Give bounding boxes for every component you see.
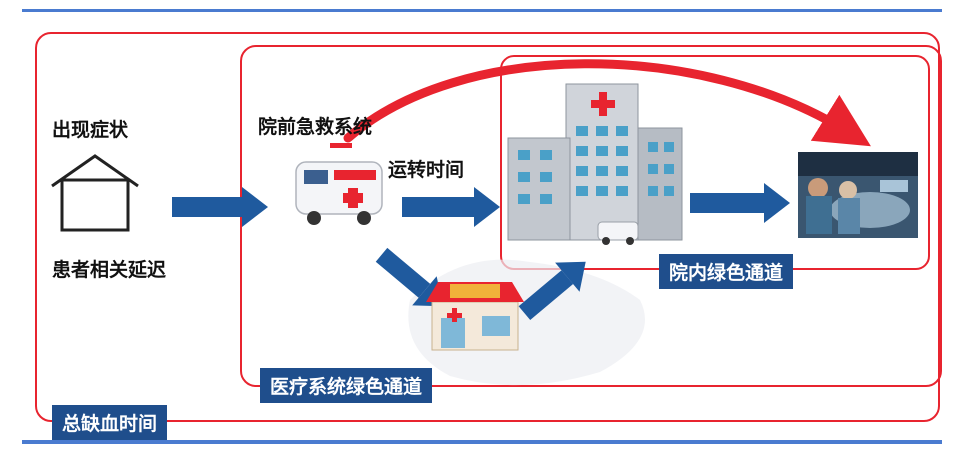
medical-green-channel-tag: 医疗系统绿色通道 xyxy=(260,368,432,403)
transfer-time-label: 运转时间 xyxy=(388,155,464,182)
house-icon xyxy=(52,156,138,230)
arrow-hospital-to-or xyxy=(690,183,790,223)
prehospital-label: 院前急救系统 xyxy=(258,112,372,139)
in-hospital-green-channel-tag: 院内绿色通道 xyxy=(659,254,793,289)
pharmacy-icon xyxy=(426,282,524,350)
operating-room-image xyxy=(798,152,918,238)
arrow-ambulance-to-hospital xyxy=(402,187,500,227)
patient-delay-label: 患者相关延迟 xyxy=(52,255,166,282)
total-ischemia-time-tag: 总缺血时间 xyxy=(52,405,167,440)
hospital-icon xyxy=(508,84,682,245)
symptom-label: 出现症状 xyxy=(52,115,128,142)
arrow-house-to-ambulance xyxy=(172,187,268,227)
ambulance-icon xyxy=(296,143,382,225)
